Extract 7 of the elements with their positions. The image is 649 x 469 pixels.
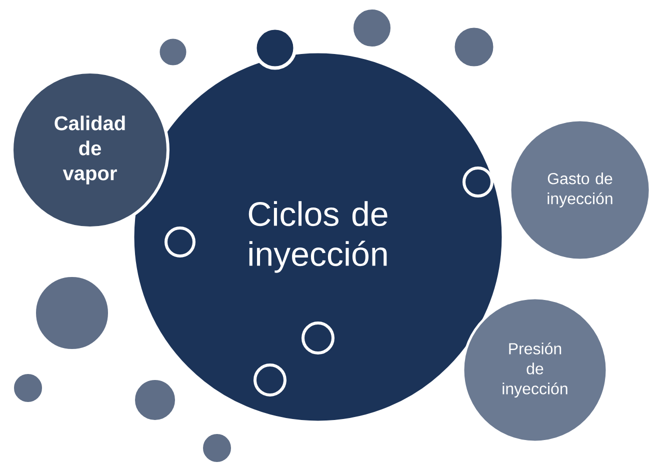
small-circle (133, 378, 177, 422)
small-circle (12, 372, 44, 404)
small-circle (158, 37, 188, 67)
small-circle (34, 275, 110, 351)
small-circle (201, 432, 233, 464)
small-circle (453, 26, 495, 68)
small-circle (350, 6, 394, 50)
